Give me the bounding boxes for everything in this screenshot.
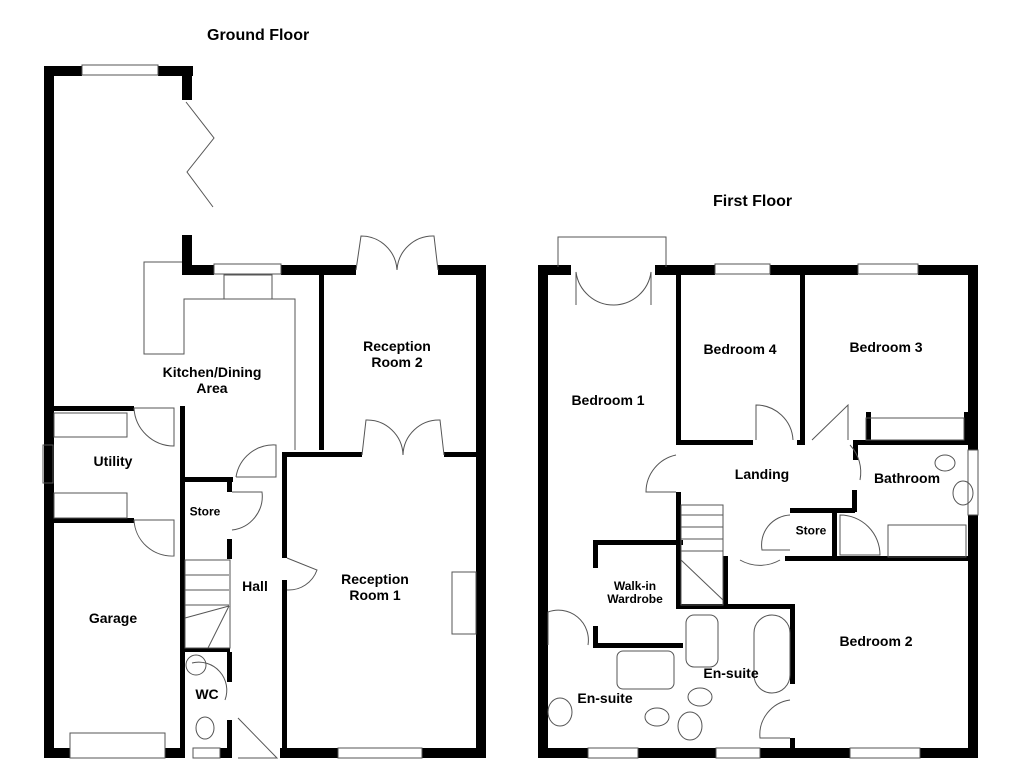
room-kitchen-dining: Kitchen/Dining Area — [162, 364, 262, 396]
first-floor-walls — [538, 265, 978, 758]
room-en-suite-bedroom-1: En-suite — [577, 690, 633, 706]
room-bathroom: Bathroom — [873, 470, 941, 486]
first-floor-fixtures — [547, 236, 979, 759]
room-store-first-floor: Store — [795, 523, 827, 538]
ground-floor-walls — [44, 66, 486, 758]
room-bedroom-3: Bedroom 3 — [849, 339, 923, 355]
first-floor-title: First Floor — [713, 193, 793, 210]
room-bedroom-4: Bedroom 4 — [703, 341, 777, 357]
ground-floor-title: Ground Floor — [207, 27, 310, 44]
room-wc: WC — [195, 686, 219, 702]
room-utility: Utility — [93, 453, 133, 469]
room-walk-in-wardrobe: Walk-in Wardrobe — [607, 579, 663, 606]
ground-floor-fixtures — [42, 64, 477, 759]
room-reception-1: Reception Room 1 — [341, 571, 409, 603]
room-landing: Landing — [734, 466, 790, 482]
room-hall: Hall — [242, 578, 268, 594]
room-en-suite-bedroom-2: En-suite — [703, 665, 759, 681]
room-garage: Garage — [88, 610, 138, 626]
room-store: Store — [189, 504, 221, 519]
room-bedroom-1: Bedroom 1 — [571, 392, 645, 408]
room-bedroom-2: Bedroom 2 — [839, 633, 913, 649]
room-reception-2: Reception Room 2 — [363, 338, 431, 370]
